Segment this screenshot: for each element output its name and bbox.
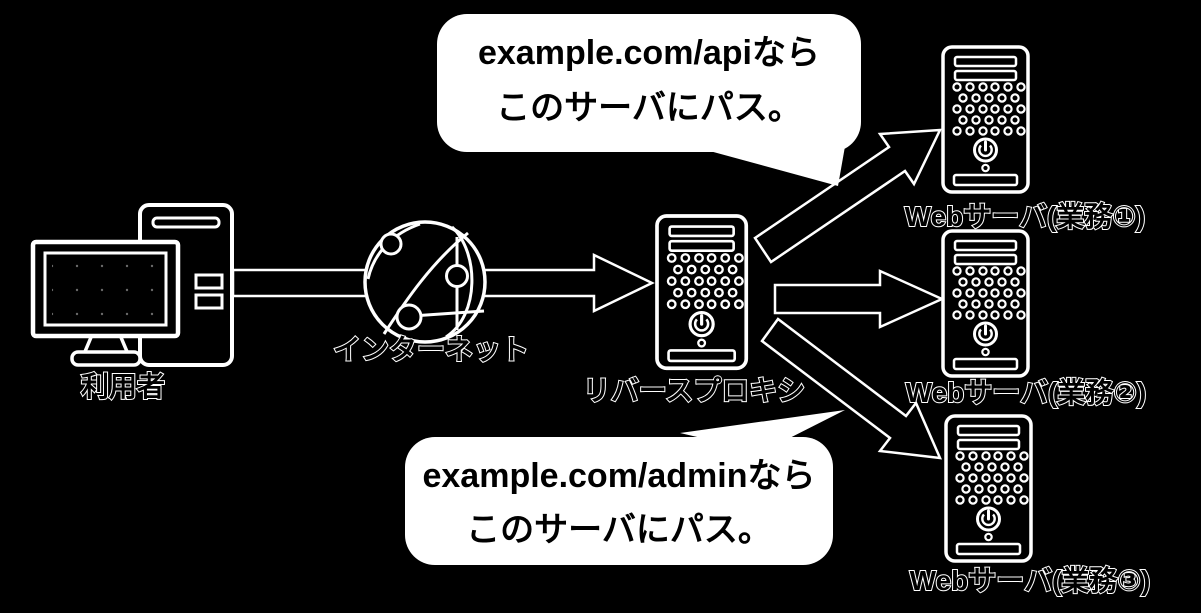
- speech-bubble-admin: example.com/adminなら このサーバにパス。: [405, 410, 845, 565]
- desktop-computer-icon: [30, 203, 234, 367]
- web-server-2-label: Webサーバ(業務②): [906, 377, 1147, 408]
- speech-bubble-api: example.com/apiなら このサーバにパス。: [437, 14, 861, 186]
- arrow-proxy-to-server3-icon: [760, 317, 943, 460]
- speech-bubble-api-line2: このサーバにパス。: [496, 89, 802, 127]
- speech-bubble-admin-line2: このサーバにパス。: [466, 511, 772, 549]
- internet-label: インターネット: [333, 334, 529, 365]
- web-server-3-label: Webサーバ(業務③): [910, 565, 1151, 596]
- arrow-proxy-to-server2-icon: [773, 269, 946, 329]
- reverse-proxy-server-icon: [655, 214, 749, 371]
- speech-bubble-admin-line1: example.com/adminなら: [422, 457, 815, 495]
- speech-bubble-api-line1: example.com/apiなら: [478, 34, 820, 72]
- arrow-proxy-to-server1-icon: [753, 128, 943, 264]
- web-server-1-label: Webサーバ(業務①): [905, 201, 1146, 232]
- web-server-3-icon: [944, 414, 1033, 563]
- web-server-1-icon: [941, 45, 1030, 194]
- web-server-2-icon: [941, 229, 1030, 378]
- globe-network-icon: [363, 220, 487, 344]
- reverse-proxy-label: リバースプロキシ: [583, 375, 806, 406]
- monitor-screen: [52, 262, 160, 318]
- user-label: 利用者: [81, 371, 165, 402]
